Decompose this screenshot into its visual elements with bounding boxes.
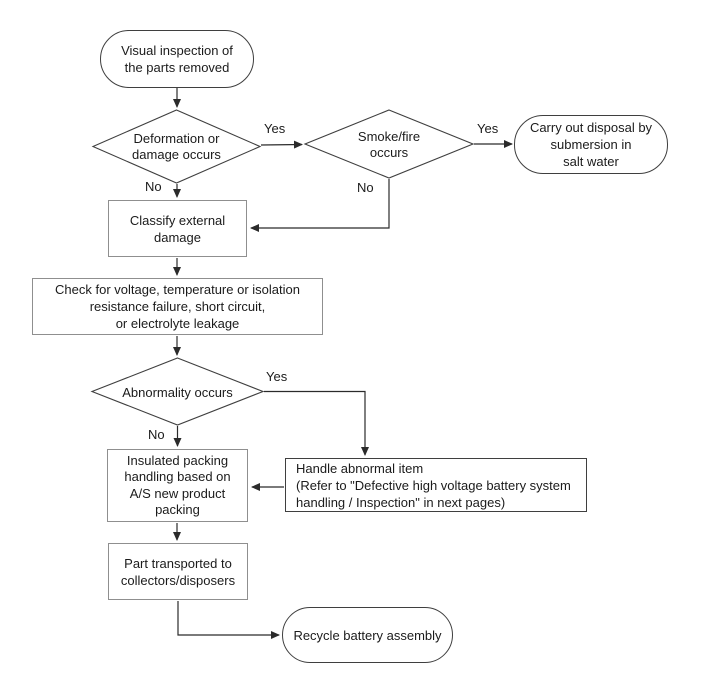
edge-label-smoke-no: No (357, 180, 374, 195)
node-classify-external-damage: Classify external damage (108, 200, 247, 257)
edge-transport-to-recycle (177, 601, 280, 639)
node-recycle-battery: Recycle battery assembly (282, 607, 453, 663)
node-disposal: Carry out disposal by submersion in salt… (514, 115, 668, 174)
edge-smoke-no-to-classify (250, 179, 390, 232)
edge-label-deformation-no: No (145, 179, 162, 194)
node-part-transported: Part transported to collectors/disposers (108, 543, 248, 600)
edge-abnormality-yes-to-handle (264, 390, 369, 456)
node-handle-abnormal-item: Handle abnormal item (Refer to "Defectiv… (285, 458, 587, 512)
edge-label-deformation-yes: Yes (264, 121, 286, 136)
edge-label-abnormality-no: No (148, 427, 165, 442)
edge-label-smoke-yes: Yes (477, 121, 499, 136)
node-insulated-packing: Insulated packing handling based on A/S … (107, 449, 248, 522)
edge-label-abnormality-yes: Yes (266, 369, 288, 384)
decision-smoke-shape (303, 109, 475, 179)
edge-deformation-yes-to-smoke (260, 140, 303, 149)
node-visual-inspection: Visual inspection of the parts removed (100, 30, 254, 88)
decision-abnormality-shape (90, 357, 265, 426)
node-check-voltage: Check for voltage, temperature or isolat… (32, 278, 323, 335)
decision-deformation-shape (91, 109, 262, 184)
